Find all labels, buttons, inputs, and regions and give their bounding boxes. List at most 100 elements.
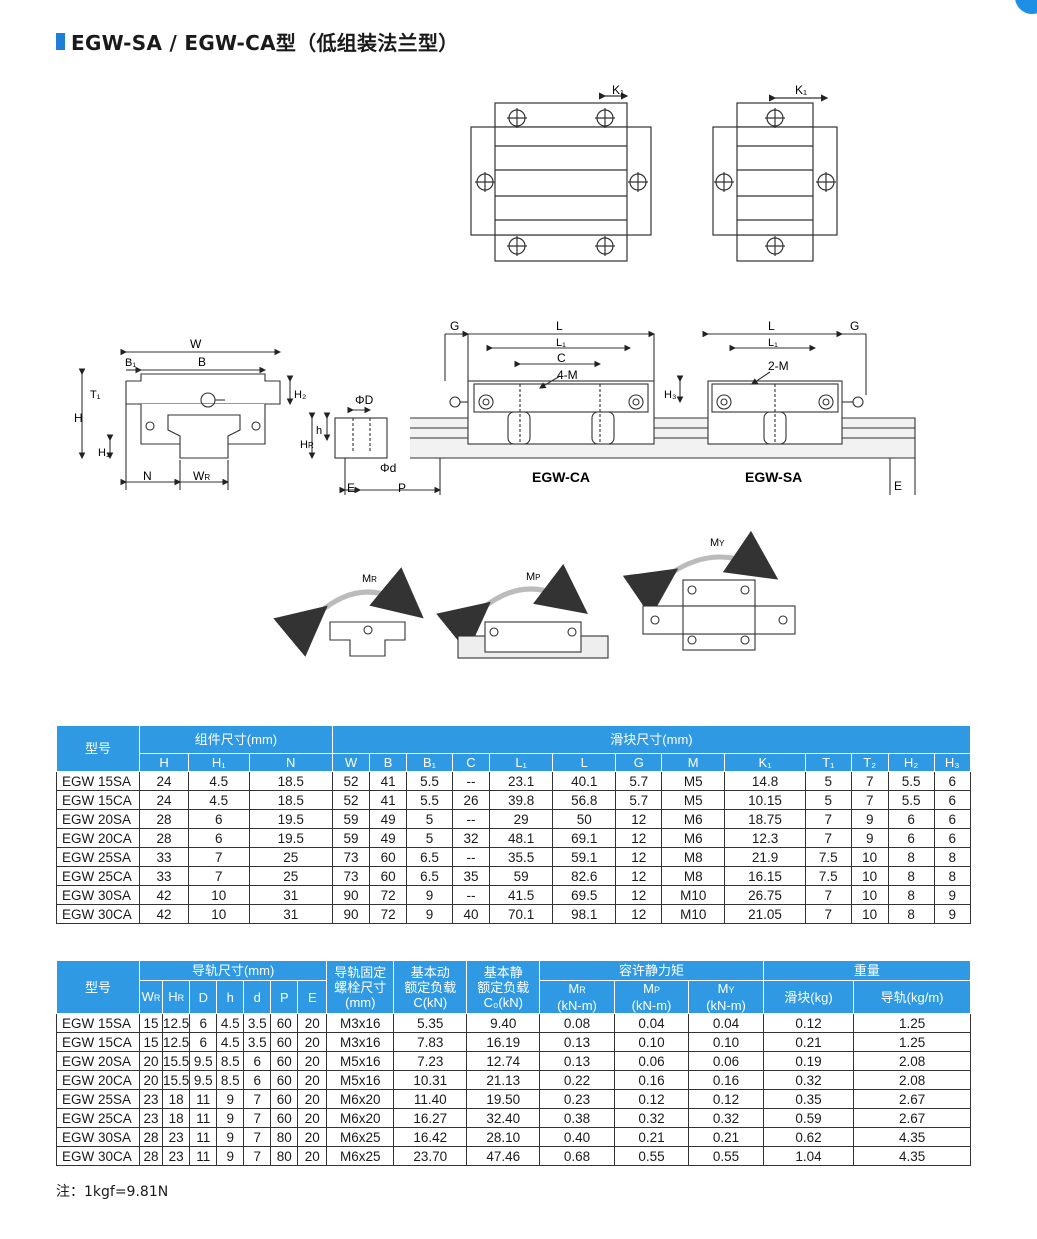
- model-cell: EGW 15SA: [56, 771, 140, 791]
- label-4m: 4-M: [557, 368, 578, 382]
- value-cell: --: [451, 809, 491, 829]
- col-p: P: [270, 980, 299, 1014]
- value-cell: 12: [615, 809, 663, 829]
- value-cell: 23: [139, 1089, 163, 1109]
- value-cell: 80: [270, 1127, 299, 1147]
- value-cell: 3.5: [243, 1032, 272, 1052]
- value-cell: 8: [887, 904, 935, 924]
- value-cell: 7: [188, 847, 250, 867]
- value-cell: 7: [850, 790, 889, 810]
- value-cell: 28: [138, 809, 190, 829]
- value-cell: 33: [138, 847, 190, 867]
- value-cell: 0.16: [688, 1070, 764, 1090]
- top-view-sa: [712, 94, 838, 262]
- value-cell: M6x25: [326, 1146, 395, 1166]
- label-egw-sa: EGW-SA: [745, 469, 802, 485]
- value-cell: 20: [297, 1013, 328, 1033]
- value-cell: 32: [451, 828, 491, 848]
- value-cell: 7: [850, 771, 889, 791]
- col-wr: WR: [139, 980, 163, 1014]
- value-cell: 7.5: [804, 847, 852, 867]
- value-cell: 60: [369, 866, 408, 886]
- value-cell: 28: [138, 828, 190, 848]
- label-e-left: E: [347, 481, 355, 495]
- value-cell: 6: [188, 809, 250, 829]
- value-cell: 5: [804, 771, 852, 791]
- moment-my-diagram: [622, 530, 796, 651]
- value-cell: 6: [933, 790, 972, 810]
- value-cell: 90: [331, 904, 371, 924]
- value-cell: 73: [331, 866, 371, 886]
- value-cell: 12: [615, 904, 663, 924]
- rail-group-header: 导轨尺寸(mm): [138, 960, 328, 981]
- value-cell: 15: [139, 1032, 163, 1052]
- value-cell: --: [451, 847, 491, 867]
- value-cell: --: [451, 771, 491, 791]
- value-cell: M5: [661, 771, 726, 791]
- value-cell: 8: [933, 866, 972, 886]
- value-cell: 24: [138, 771, 190, 791]
- value-cell: 10: [850, 904, 889, 924]
- model-cell: EGW 15SA: [56, 1013, 140, 1033]
- model-cell: EGW 30SA: [56, 1127, 140, 1147]
- value-cell: 8: [887, 885, 935, 905]
- value-cell: 20: [297, 1146, 328, 1166]
- t1-col-header: T₁: [804, 753, 852, 772]
- moment-mp-diagram: [436, 563, 609, 659]
- t1-col-header: N: [248, 753, 333, 772]
- model-cell: EGW 30SA: [56, 885, 140, 905]
- label-c: C: [557, 351, 566, 365]
- value-cell: 7: [243, 1108, 272, 1128]
- value-cell: 28: [139, 1127, 163, 1147]
- value-cell: 16.15: [724, 866, 806, 886]
- t1-col-header: B: [369, 753, 408, 772]
- value-cell: 6: [933, 809, 972, 829]
- value-cell: 42: [138, 885, 190, 905]
- value-cell: 11: [189, 1108, 218, 1128]
- value-cell: 16.19: [466, 1032, 541, 1052]
- value-cell: 9.40: [466, 1013, 541, 1033]
- value-cell: 48.1: [489, 828, 554, 848]
- t1-col-header: C: [451, 753, 491, 772]
- value-cell: 7: [243, 1089, 272, 1109]
- value-cell: 12: [615, 885, 663, 905]
- label-k1-sa: K₁: [795, 83, 807, 97]
- value-cell: 20: [297, 1108, 328, 1128]
- label-2m: 2-M: [768, 359, 789, 373]
- value-cell: 18.5: [248, 790, 333, 810]
- t1-col-header: T₂: [850, 753, 889, 772]
- value-cell: 1.25: [853, 1013, 971, 1033]
- label-l1-sa: L₁: [768, 337, 778, 349]
- value-cell: 6.5: [406, 866, 453, 886]
- col-mr: MR(kN-m): [539, 980, 615, 1014]
- t1-col-header: H₃: [933, 753, 972, 772]
- value-cell: 40.1: [552, 771, 617, 791]
- value-cell: M3x16: [326, 1013, 395, 1033]
- value-cell: 60: [369, 847, 408, 867]
- value-cell: 60: [270, 1013, 299, 1033]
- value-cell: 69.5: [552, 885, 617, 905]
- value-cell: 8.5: [216, 1070, 245, 1090]
- title-marker: [56, 32, 65, 50]
- value-cell: 0.21: [688, 1127, 764, 1147]
- value-cell: 11: [189, 1127, 218, 1147]
- value-cell: 12: [615, 866, 663, 886]
- value-cell: 0.22: [539, 1070, 615, 1090]
- label-l-ca: L: [556, 319, 563, 333]
- block-group-header: 滑块尺寸(mm): [331, 725, 972, 754]
- value-cell: 49: [369, 828, 408, 848]
- value-cell: M6x25: [326, 1127, 395, 1147]
- value-cell: 0.32: [762, 1070, 855, 1090]
- t1-col-header: H₂: [887, 753, 935, 772]
- value-cell: 18: [161, 1108, 191, 1128]
- value-cell: 35: [451, 866, 491, 886]
- value-cell: 72: [369, 904, 408, 924]
- value-cell: 8.5: [216, 1051, 245, 1071]
